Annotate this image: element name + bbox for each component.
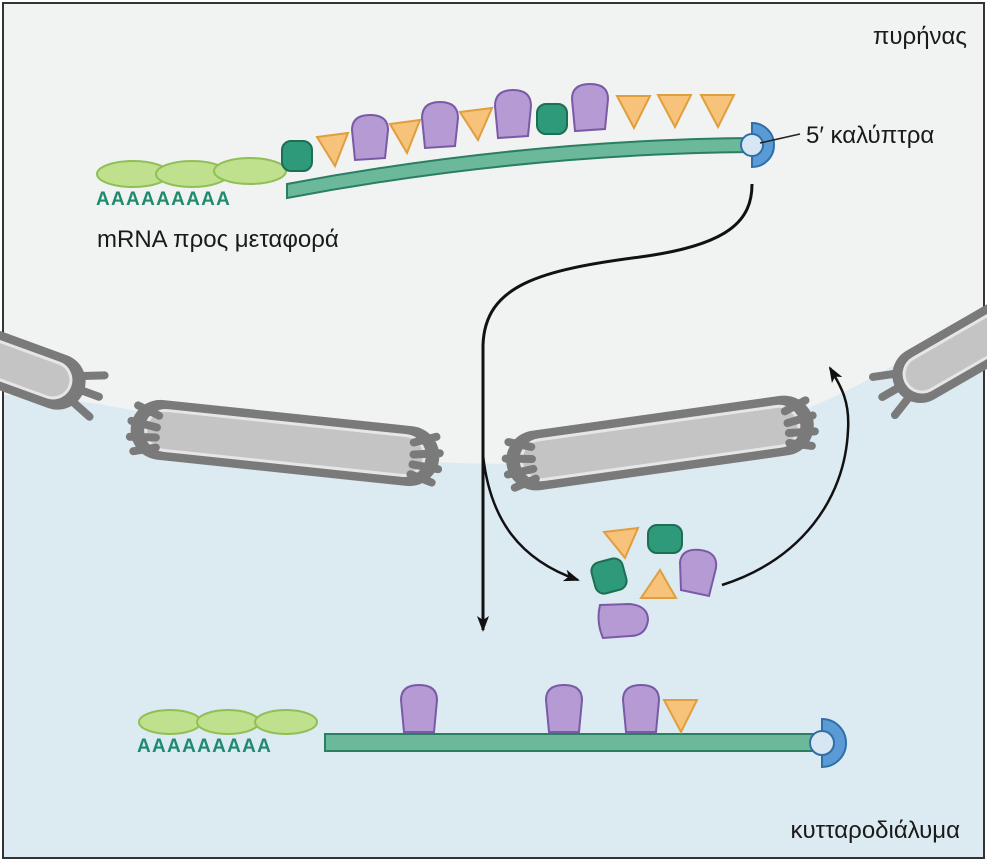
orange-protein-icon xyxy=(388,118,422,156)
purple-protein-icon xyxy=(420,100,460,150)
mrna-top: AAAAAAAAA xyxy=(96,82,775,210)
purple-protein-icon xyxy=(570,82,610,133)
purple-protein-icon xyxy=(597,602,650,640)
orange-protein-icon xyxy=(699,94,736,130)
released-proteins xyxy=(590,524,718,640)
orange-protein-icon xyxy=(656,94,693,130)
nuclear-pore-icon xyxy=(501,395,819,492)
nuclear-pore-icon xyxy=(868,300,987,420)
purple-protein-icon xyxy=(350,113,390,162)
teal-protein-icon xyxy=(590,557,628,595)
mrna-strand xyxy=(324,733,822,752)
orange-protein-icon xyxy=(602,526,640,560)
cytosol-label: κυτταροδιάλυμα xyxy=(791,817,961,844)
cap-label: 5′ καλύπτρα xyxy=(806,122,934,149)
orange-protein-icon xyxy=(639,568,678,599)
mrna-bottom: AAAAAAAAA xyxy=(137,683,847,769)
cap-leader-line xyxy=(759,133,801,144)
arrow-icon xyxy=(481,454,580,582)
purple-protein-icon xyxy=(399,683,439,733)
cap-icon xyxy=(740,121,775,169)
poly-a-tail-bottom: AAAAAAAAA xyxy=(137,736,272,757)
orange-protein-icon xyxy=(662,699,699,735)
nuclear-pore-icon xyxy=(0,321,109,421)
orange-protein-icon xyxy=(458,106,494,143)
mrna-export-label: mRNA προς μεταφορά xyxy=(97,226,339,253)
nucleus-label: πυρήνας xyxy=(873,23,967,50)
poly-a-binding-protein-icon xyxy=(254,709,318,735)
purple-protein-icon xyxy=(493,88,533,140)
arrow-icon xyxy=(477,183,754,632)
arrow-icon xyxy=(721,366,850,587)
purple-protein-icon xyxy=(621,683,661,733)
poly-a-binding-protein-icon xyxy=(213,157,287,185)
nucleus-region xyxy=(3,3,984,464)
teal-protein-icon xyxy=(536,103,568,135)
orange-protein-icon xyxy=(615,95,652,131)
purple-protein-icon xyxy=(678,548,718,598)
orange-protein-icon xyxy=(315,131,350,169)
poly-a-tail-top: AAAAAAAAA xyxy=(96,189,231,210)
nuclear-pore-icon xyxy=(125,399,444,487)
poly-a-binding-protein-icon xyxy=(138,709,202,735)
poly-a-binding-protein-icon xyxy=(196,709,260,735)
cap-icon xyxy=(809,717,847,769)
purple-protein-icon xyxy=(544,683,584,733)
teal-protein-icon xyxy=(281,140,313,172)
teal-protein-icon xyxy=(647,524,683,554)
